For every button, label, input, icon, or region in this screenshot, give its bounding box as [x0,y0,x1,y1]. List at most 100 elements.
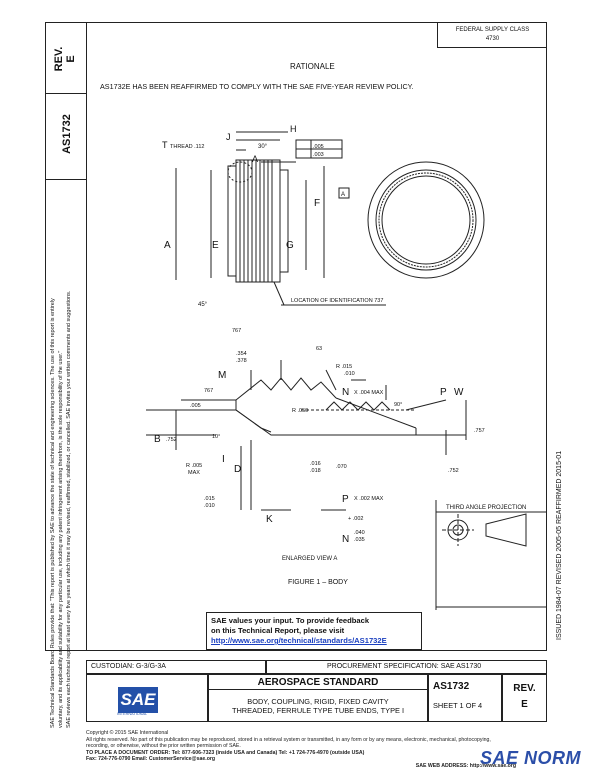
label-B: B [154,434,161,445]
doc-number-cell: AS1732 [46,93,86,180]
label-A-dia: A [164,240,171,251]
technical-drawing: H J T THREAD .112 A 30° F G E A .005 .00… [146,124,547,610]
B-dim: .752 [166,437,177,443]
title-cell: AEROSPACE STANDARD BODY, COUPLING, RIGID… [208,674,428,722]
label-N: N [342,387,349,398]
label-D: D [234,464,241,475]
ref-767a: 767 [232,328,241,334]
P-dim: + .002 [348,516,363,522]
procurement: PROCUREMENT SPECIFICATION: SAE AS1730 [327,663,482,670]
footer-line-4: TO PLACE A DOCUMENT ORDER: Tel: 877-606-… [86,749,365,756]
dim-015: .015 [204,496,215,502]
body-side-view [235,159,281,283]
fsc-value: 4730 [485,36,500,42]
label-H: H [290,124,297,134]
rationale-heading: RATIONALE [290,62,335,71]
rev-cell-bottom: REV. E [502,674,547,722]
feedback-line-1: SAE values your input. To provide feedba… [211,616,370,625]
dim-018: .018 [310,468,321,474]
federal-supply-class-box: FEDERAL SUPPLY CLASS 4730 [437,22,547,48]
feedback-line-2: on this Technical Report, please visit [211,626,345,635]
dim-010b: .010 [204,503,215,509]
R005-max: MAX [188,470,200,476]
enlarged-view-label: ENLARGED VIEW A [282,556,337,562]
dim-378: .378 [236,358,247,364]
footer-line-1: Copyright © 2015 SAE International [86,730,169,736]
ref-767b: 767 [204,388,213,394]
sheet: SHEET 1 OF 4 [433,701,483,710]
N-note: X .004 MAX [354,390,384,396]
sae-logo: SAE [118,687,158,713]
dim-757: .757 [474,428,485,434]
standard-heading: AEROSPACE STANDARD [257,677,379,688]
dim-010: .010 [344,371,355,377]
custodian: CUSTODIAN: G-3/G-3A [91,663,166,670]
angle-90: 90° [394,402,402,408]
label-J: J [226,132,231,142]
tol-2: .003 [313,152,324,158]
procurement-cell: PROCUREMENT SPECIFICATION: SAE AS1730 [266,660,547,674]
sae-logo-sub: INTERNATIONAL [117,712,148,716]
P-note: X .002 MAX [354,496,384,502]
rev-value: E [65,55,77,63]
footer-line-2: All rights reserved. No part of this pub… [86,736,491,743]
R050: R .050 [292,408,308,414]
angle-10: 10° [212,434,220,440]
N-dim-1: .040 [354,530,365,536]
title-line-2: THREADED, FERRULE TYPE TUBE ENDS, TYPE I [231,706,405,715]
R015: R .015 [336,364,352,370]
figure-caption: FIGURE 1 – BODY [288,579,348,586]
label-P-W: P [440,387,447,398]
dim-070: .070 [336,464,347,470]
dim-005: .005 [190,403,201,409]
footer-line-3: recording, or otherwise, without the pri… [86,743,241,750]
drawing-frame [86,22,547,651]
dim-752: .752 [448,468,459,474]
footer-line-5: Fax: 724-776-0790 Email: CustomerService… [86,756,216,763]
label-K: K [266,514,273,525]
label-I: I [222,454,225,465]
label-E: E [212,240,219,251]
fsc-label: FEDERAL SUPPLY CLASS [455,27,530,33]
rev-cell: REV. E [46,23,86,94]
custodian-cell: CUSTODIAN: G-3/G-3A [86,660,266,674]
N-dim-2: .035 [354,537,365,543]
projection-label: THIRD ANGLE PROJECTION [446,505,526,511]
side-notice-line-3: SAE reviews each technical report at lea… [66,290,72,728]
label-W: W [454,387,464,398]
rationale-text: AS1732E HAS BEEN REAFFIRMED TO COMPLY WI… [100,82,414,91]
R005: R .005 [186,463,202,469]
rev-label-bottom: REV. [513,683,536,694]
label-G: G [286,240,294,251]
datum-A: A [341,192,345,198]
label-M: M [218,370,226,381]
doc-cell: AS1732 SHEET 1 OF 4 [428,674,502,722]
dim-016: .016 [310,461,321,467]
label-F: F [314,198,320,209]
watermark: SAE NORM [480,748,582,768]
logo-cell [86,674,208,722]
label-thread-note: THREAD .112 [170,144,204,150]
label-P-bot: P [342,494,349,505]
angle-45: 45° [198,302,208,308]
label-T: T [162,140,168,150]
rev-label: REV. [53,46,65,72]
feedback-link[interactable]: http://www.sae.org/technical/standards/A… [211,636,387,645]
label-30deg: 30° [258,144,268,150]
left-revision-column: REV. E AS1732 [45,22,86,651]
side-notice-line-1: SAE Technical Standards Board Rules prov… [50,298,56,728]
feedback-box: SAE values your input. To provide feedba… [206,612,422,650]
label-N-bot: N [342,534,349,545]
issue-dates: ISSUED 1984-07 REVISED 2005-05 REAFFIRME… [556,450,563,640]
rev-value-bottom: E [521,699,528,710]
angle-63: 63 [316,346,322,352]
title-line-1: BODY, COUPLING, RIGID, FIXED CAVITY [247,697,389,706]
doc-number: AS1732 [433,681,470,692]
label-A: A [252,154,258,164]
copyright-footer: Copyright © 2015 SAE International All r… [86,730,556,770]
location-note: LOCATION OF IDENTIFICATION 737 [291,298,383,304]
tol-1: .005 [313,144,324,150]
dim-354: .354 [236,351,247,357]
doc-number-vertical: AS1732 [61,114,73,154]
footer-line-6: SAE WEB ADDRESS: http://www.sae.org [415,762,516,769]
